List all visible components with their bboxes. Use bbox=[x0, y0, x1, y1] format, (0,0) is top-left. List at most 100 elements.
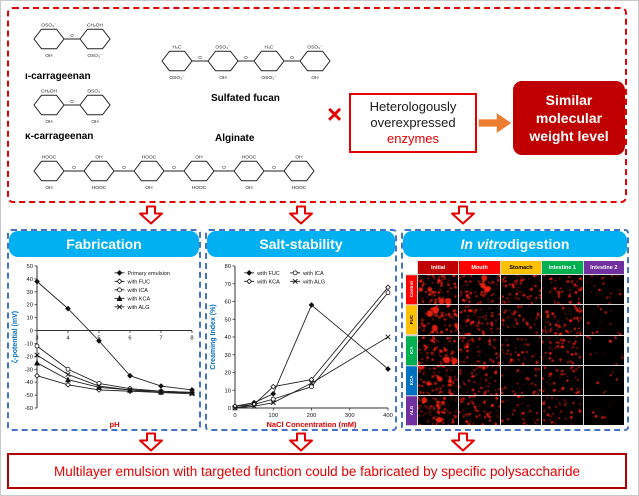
micrograph-cell bbox=[500, 335, 542, 365]
substituent-label: OH bbox=[245, 185, 253, 191]
in-vitro-title-italic: In vitro bbox=[460, 236, 508, 252]
bridge-oxygen-label: O bbox=[122, 165, 126, 170]
micrograph-cell bbox=[542, 396, 583, 426]
micrograph-cell bbox=[583, 305, 624, 335]
legend-label: with KCA bbox=[127, 296, 151, 302]
y-tick-label: 10 bbox=[27, 316, 33, 322]
legend-label: with FUC bbox=[127, 279, 151, 285]
sugar-ring bbox=[33, 160, 65, 182]
x-tick-label: 300 bbox=[345, 413, 355, 419]
substituent-label: OSO₃⁻ bbox=[261, 75, 277, 81]
x-tick-label: 4 bbox=[66, 336, 70, 342]
substituent-label: CH₂OH bbox=[87, 22, 104, 28]
bridge-oxygen-label: O bbox=[70, 33, 74, 38]
row-label-fuc: FUC bbox=[406, 305, 417, 335]
x-tick-label: 3 bbox=[35, 336, 38, 342]
bridge-oxygen-label: O bbox=[172, 165, 176, 170]
row-label-ica: ICA bbox=[406, 335, 417, 365]
down-arrow-icon bbox=[289, 205, 313, 225]
y-axis-label: ζ-potential (mV) bbox=[12, 311, 19, 363]
row-label-control: Control bbox=[406, 275, 417, 305]
salt-stability-title: Salt-stability bbox=[259, 236, 343, 252]
x-tick-label: 400 bbox=[383, 413, 393, 419]
y-tick-label: -20 bbox=[25, 354, 33, 360]
bridge-oxygen-label: O bbox=[290, 55, 294, 60]
bridge-oxygen-label: O bbox=[222, 165, 226, 170]
micrograph-cell bbox=[500, 305, 542, 335]
micrograph-cell bbox=[500, 365, 542, 396]
y-tick-label: 20 bbox=[225, 371, 231, 377]
sugar-ring bbox=[253, 50, 285, 72]
substituent-label: OH bbox=[311, 75, 319, 81]
substituent-label: OSO₃⁻ bbox=[169, 75, 185, 81]
y-tick-label: 0 bbox=[30, 329, 33, 335]
enzyme-box-line3: enzymes bbox=[386, 131, 440, 147]
bridge-oxygen-label: O bbox=[244, 55, 248, 60]
y-tick-label: 40 bbox=[27, 277, 33, 283]
substituent-label: OH bbox=[195, 154, 203, 160]
substituent-label: OH bbox=[219, 75, 227, 81]
y-tick-label: 70 bbox=[225, 282, 231, 288]
micrograph-cell bbox=[418, 335, 459, 365]
micrograph-cell bbox=[500, 275, 542, 305]
series-line bbox=[36, 375, 192, 393]
micrograph-cell bbox=[418, 305, 459, 335]
down-arrow-icon bbox=[451, 205, 475, 225]
substituent-label: OSO₃⁻ bbox=[41, 22, 57, 28]
micrograph-cell bbox=[418, 275, 459, 305]
substituent-label: HOOC bbox=[92, 185, 107, 191]
legend-label: with ALG bbox=[302, 279, 325, 285]
series-line bbox=[36, 354, 193, 395]
substituent-label: OSO₃⁻ bbox=[87, 53, 103, 59]
substituent-label: HOOC bbox=[142, 154, 157, 160]
sugar-ring bbox=[33, 28, 65, 50]
sugar-ring bbox=[233, 160, 265, 182]
sugar-ring bbox=[183, 160, 215, 182]
y-axis-label: Creaming Index (%) bbox=[210, 304, 217, 369]
fabrication-title: Fabrication bbox=[66, 236, 142, 252]
row-label-alg: ALG bbox=[406, 396, 417, 426]
substituent-label: OSO₃⁻ bbox=[215, 44, 231, 50]
micrograph-cell bbox=[418, 365, 459, 396]
sugar-ring bbox=[79, 94, 111, 116]
salt-stability-header: Salt-stability bbox=[207, 231, 395, 257]
bridge-oxygen-label: O bbox=[198, 55, 202, 60]
y-tick-label: 20 bbox=[27, 303, 33, 309]
enzyme-box: Heterologously overexpressed enzymes bbox=[349, 93, 477, 153]
substituent-label: HOOC bbox=[242, 154, 257, 160]
y-tick-label: 50 bbox=[225, 317, 231, 323]
y-tick-label: 80 bbox=[225, 264, 231, 270]
sugar-ring bbox=[283, 160, 315, 182]
substituent-label: OH bbox=[295, 154, 303, 160]
substituent-label: OH bbox=[145, 185, 153, 191]
legend-label: Primary emulsion bbox=[128, 271, 170, 277]
result-box: Similar molecular weight level bbox=[513, 81, 625, 155]
sugar-ring bbox=[79, 28, 111, 50]
column-header-intestine-1: Intestine 1 bbox=[542, 261, 583, 274]
legend-label: with ICA bbox=[127, 288, 149, 294]
fabrication-header: Fabrication bbox=[9, 231, 199, 257]
sugar-ring bbox=[133, 160, 165, 182]
legend-label: with ALG bbox=[127, 305, 150, 311]
micrograph-cell bbox=[459, 275, 500, 305]
multiply-icon: × bbox=[327, 99, 343, 129]
down-arrow-icon bbox=[451, 432, 475, 452]
structure-name-label: Alginate bbox=[215, 133, 255, 144]
micrograph-cell bbox=[459, 335, 500, 365]
micrograph-cell bbox=[459, 365, 500, 396]
column-header-initial: Initial bbox=[418, 261, 459, 274]
substituent-label: OH bbox=[45, 53, 53, 59]
micrograph-cell bbox=[459, 396, 500, 426]
micrograph-cell bbox=[542, 335, 583, 365]
y-tick-label: -30 bbox=[25, 367, 33, 373]
down-arrow-icon bbox=[139, 432, 163, 452]
structure-name-label: κ-carrageenan bbox=[25, 131, 93, 142]
y-tick-label: 30 bbox=[225, 353, 231, 359]
enzyme-box-line1: Heterologously bbox=[369, 98, 457, 114]
substituent-label: OH bbox=[45, 185, 53, 191]
substituent-label: OH bbox=[45, 119, 53, 125]
